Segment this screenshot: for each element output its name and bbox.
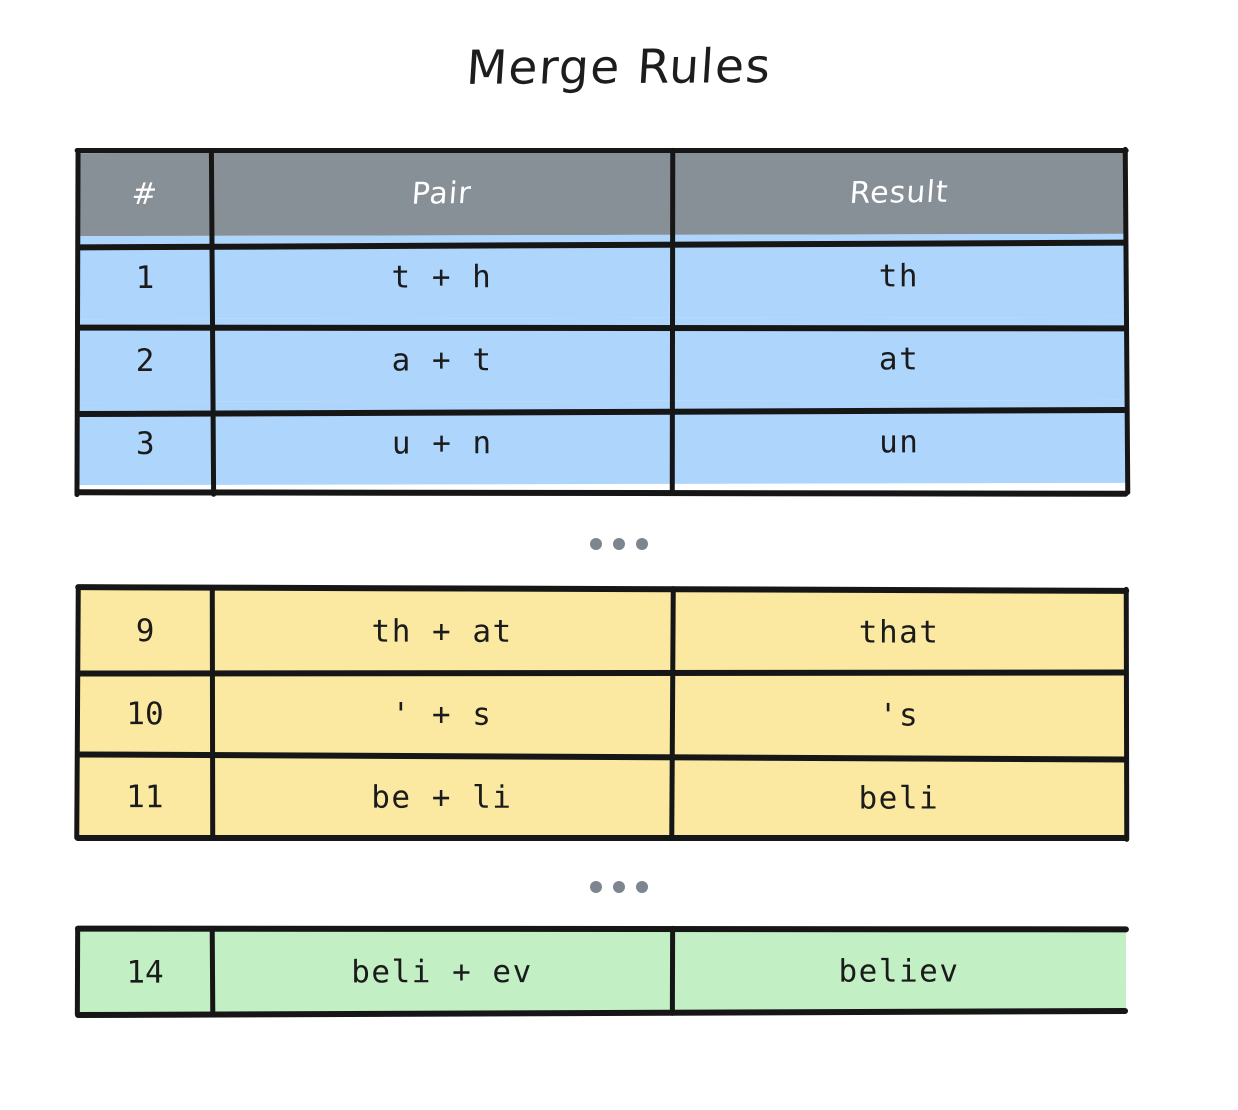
cell-result: th [671,233,1126,318]
cell-number: 10 [77,672,213,756]
table-row[interactable]: 3 u + n un [78,399,1127,486]
table-row[interactable]: 2 a + t at [78,316,1127,403]
cell-number-text: 11 [126,778,164,815]
cell-pair: ' + s [211,672,673,757]
header-label-result: Result [848,174,950,212]
cell-number: 3 [78,401,213,486]
ellipsis-dot [613,538,625,550]
cell-pair-text: ' + s [391,696,493,733]
ellipsis-dot [613,881,625,893]
cell-pair: beli + ev [211,929,673,1014]
cell-result-text: at [878,340,920,377]
cell-result: beli [671,756,1126,840]
merge-rules-table-group-yellow: 9 th + at that 10 ' + s 's 11 be + li be… [74,584,1130,842]
cell-result-text: believ [838,953,960,990]
cell-result: 's [671,673,1127,757]
cell-result-text: beli [858,779,940,817]
cell-pair-text: be + li [371,779,513,816]
cell-number-text: 2 [135,342,155,379]
table-row[interactable]: 9 th + at that [78,589,1127,674]
header-cell-number: # [77,152,212,237]
cell-number-text: 3 [135,425,155,462]
ellipsis-dot [636,881,648,893]
cell-pair-text: u + n [391,424,493,461]
cell-pair-text: t + h [391,258,493,295]
ellipsis-dot [590,538,602,550]
cell-number-text: 9 [135,612,155,649]
cell-result: at [671,316,1127,401]
cell-pair: be + li [211,755,672,840]
cell-result-text: un [879,423,920,460]
cell-number: 1 [77,235,213,320]
cell-result: that [672,590,1127,674]
cell-result-text: 's [878,696,920,734]
table-header-row: # Pair Result [77,150,1126,237]
header-label-number: # [130,176,160,213]
cell-number: 2 [78,318,213,403]
cell-pair-text: beli + ev [351,953,533,990]
cell-number-text: 10 [126,695,164,732]
table-row[interactable]: 10 ' + s 's [77,672,1127,757]
cell-number: 9 [78,589,213,673]
page-title: Merge Rules [464,39,774,96]
table-row[interactable]: 1 t + h th [77,233,1126,320]
cell-result: un [672,399,1127,484]
ellipsis-dot [590,881,602,893]
cell-number: 14 [77,930,213,1014]
cell-number-text: 14 [126,954,164,991]
header-cell-pair: Pair [211,151,672,236]
cell-pair: a + t [212,317,673,402]
cell-pair-text: a + t [391,341,493,378]
header-cell-result: Result [671,150,1126,235]
cell-result: believ [671,929,1127,1013]
merge-rules-table-group-green: 14 beli + ev believ [74,925,1129,1019]
cell-pair: t + h [211,234,672,319]
cell-pair-text: th + at [371,613,513,650]
ellipsis-two [0,881,1238,893]
table-row[interactable]: 14 beli + ev believ [77,929,1127,1014]
cell-result-text: that [858,613,940,651]
cell-pair: u + n [212,400,673,485]
merge-rules-table-group-blue: # Pair Result 1 t + h th 2 a + t at [74,146,1131,498]
table-row[interactable]: 11 be + li beli [77,755,1126,840]
cell-number-text: 1 [135,259,155,296]
cell-pair: th + at [212,589,673,674]
ellipsis-one [0,538,1238,550]
table-border-bottom [75,489,1129,497]
cell-number: 11 [77,755,212,839]
header-label-pair: Pair [410,175,473,212]
ellipsis-dot [636,538,648,550]
cell-result-text: th [878,257,920,294]
